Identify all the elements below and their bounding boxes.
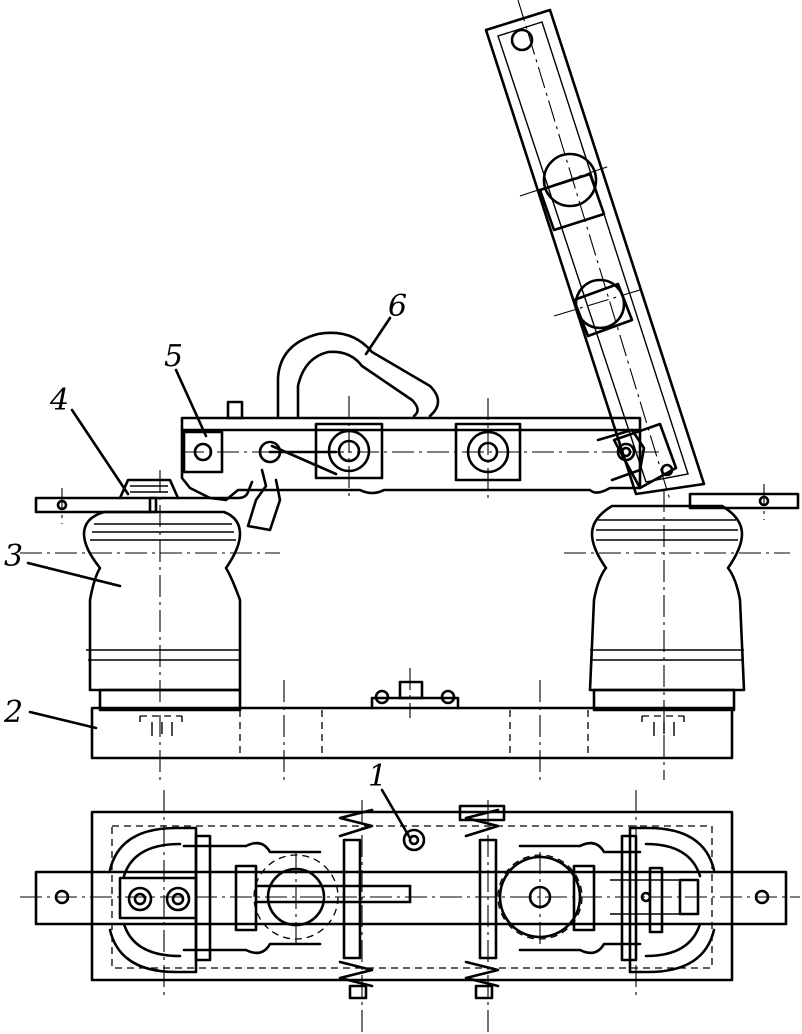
top-contact-frames [182, 834, 642, 962]
right-insulator [588, 504, 746, 712]
callout-1: 1 [368, 759, 387, 794]
side-view-centerlines [20, 0, 790, 780]
callout-6: 6 [388, 289, 407, 324]
leader-1 [380, 788, 412, 840]
callout-4: 4 [49, 383, 69, 418]
callout-labels: 1 2 3 4 5 6 [3, 289, 407, 794]
top-springs [338, 804, 506, 1000]
top-view [20, 790, 800, 1034]
side-view [20, 0, 800, 780]
leader-5 [174, 368, 208, 438]
top-insulators [108, 826, 716, 974]
leader-2 [28, 710, 98, 730]
callout-2: 2 [3, 695, 23, 730]
callout-5: 5 [164, 339, 183, 374]
raised-blade [484, 8, 706, 496]
leader-3 [26, 561, 122, 588]
handle-loop [276, 331, 440, 418]
left-insulator [82, 510, 242, 712]
bracket-frame [180, 400, 646, 532]
leader-6 [364, 316, 392, 356]
base-frame [90, 680, 734, 760]
top-base-plate [90, 810, 734, 982]
leader-4 [70, 408, 130, 496]
leader-lines [26, 316, 412, 840]
callout-3: 3 [4, 539, 23, 574]
top-view-centerlines [20, 790, 800, 1034]
